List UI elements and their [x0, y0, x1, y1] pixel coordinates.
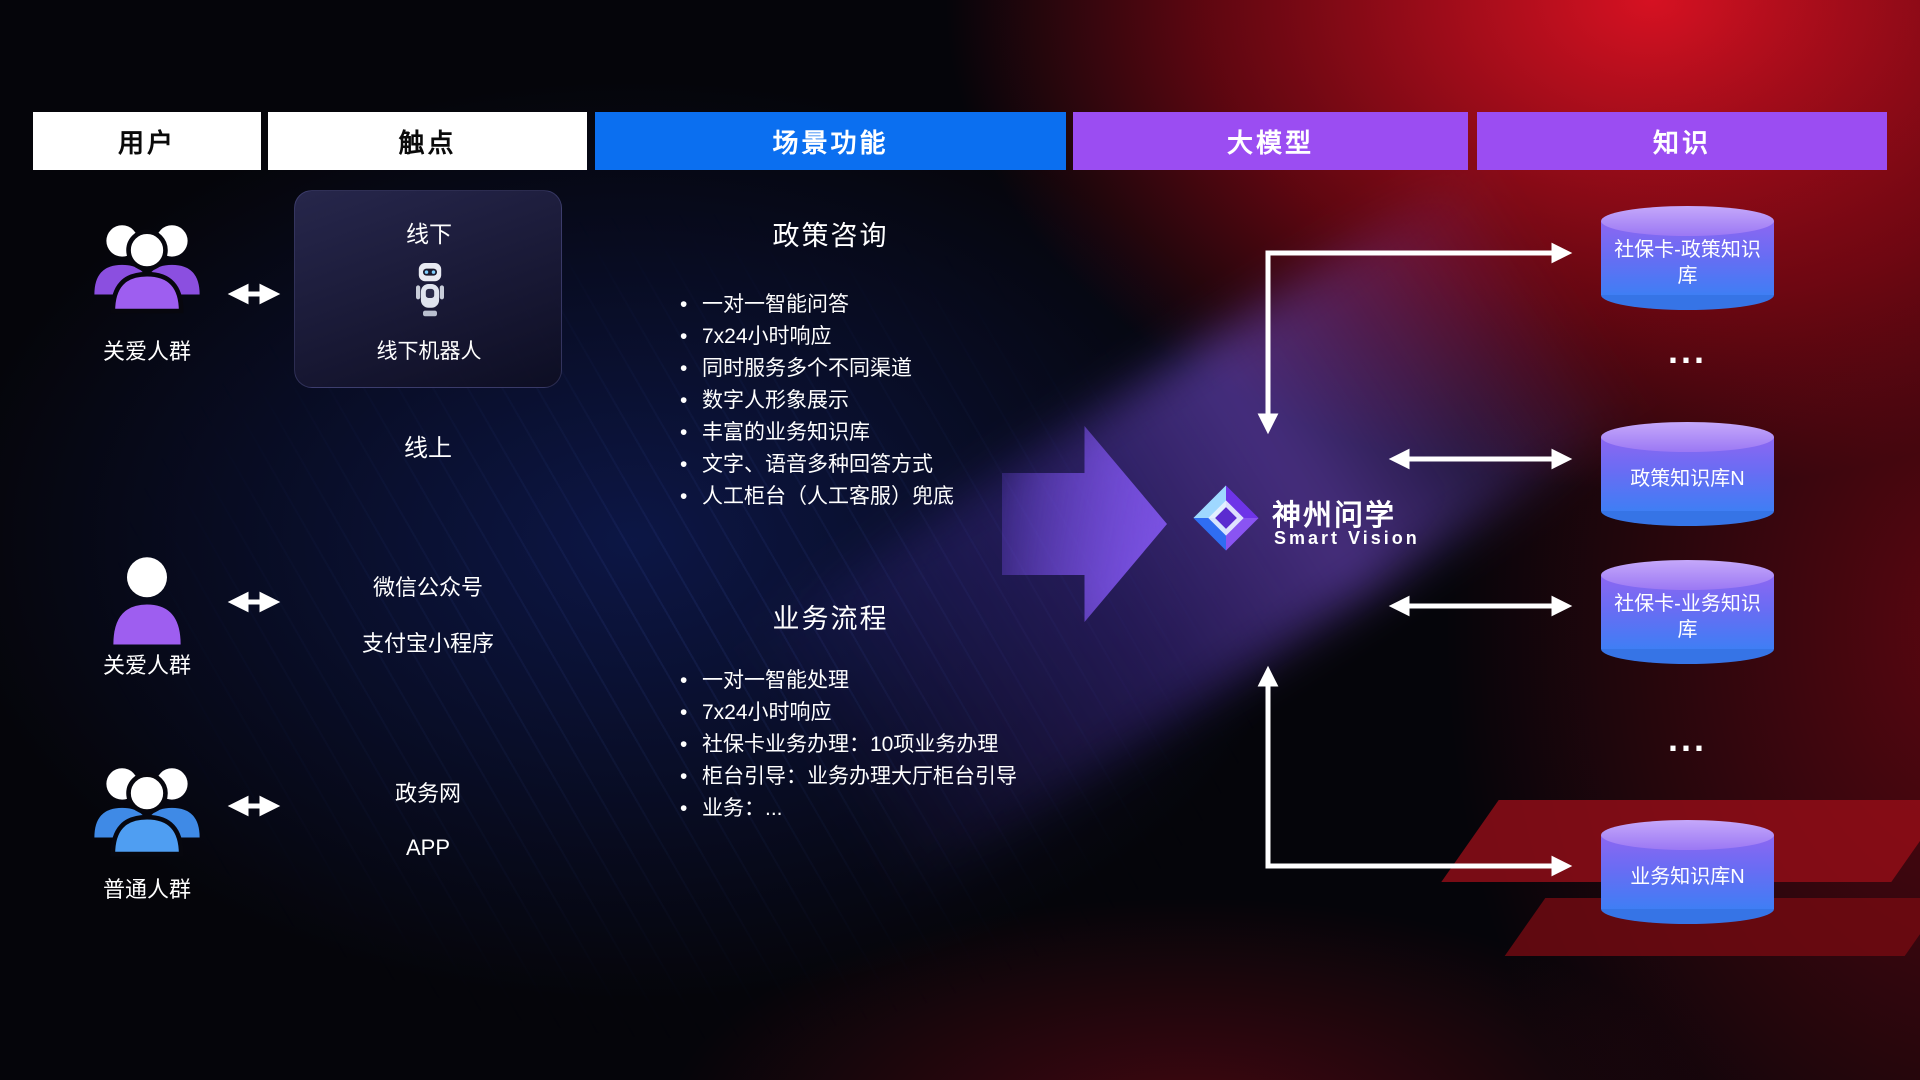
- business-bullet: 7x24小时响应: [678, 702, 1017, 725]
- policy-bullet: 一对一智能问答: [678, 294, 954, 317]
- touchpoint-wechat: 微信公众号: [372, 575, 483, 600]
- ellipsis-more-databases: ...: [1667, 718, 1707, 759]
- database-cylinder-icon: [1601, 206, 1774, 236]
- model-subtitle: Smart Vision: [1274, 528, 1420, 548]
- business-bullet-list: 一对一智能处理 7x24小时响应 社保卡业务办理：10项业务办理 柜台引导：业务…: [678, 670, 1017, 830]
- knowledge-db-business-ss-card: 社保卡-业务知识库: [1601, 560, 1774, 664]
- smart-vision-logo-icon: [1193, 485, 1259, 551]
- column-header-model: 大模型: [1073, 112, 1468, 170]
- online-title: 线上: [404, 435, 452, 462]
- robot-icon: [416, 263, 444, 317]
- knowledge-db-policy-ss-card: 社保卡-政策知识库: [1601, 206, 1774, 310]
- touchpoint-gov-web: 政务网: [394, 781, 461, 806]
- database-cylinder-icon: [1601, 820, 1774, 850]
- column-header-knowledge: 知识: [1477, 112, 1887, 170]
- users-group-icon: [94, 225, 200, 314]
- user-group-label: 关爱人群: [102, 653, 191, 678]
- column-header-touch: 触点: [268, 112, 587, 170]
- policy-bullet-list: 一对一智能问答 7x24小时响应 同时服务多个不同渠道 数字人形象展示 丰富的业…: [678, 294, 954, 518]
- ellipsis-more-databases: ...: [1667, 330, 1707, 371]
- database-cylinder-icon: [1601, 560, 1774, 590]
- flow-arrow-right-icon: [1002, 426, 1167, 622]
- policy-bullet: 数字人形象展示: [678, 390, 954, 413]
- knowledge-db-label: 社保卡-业务知识库: [1614, 593, 1761, 641]
- business-section-title: 业务流程: [772, 604, 889, 634]
- users-group-icon: [94, 768, 200, 857]
- policy-bullet: 人工柜台（人工客服）兜底: [678, 486, 954, 509]
- business-bullet: 社保卡业务办理：10项业务办理: [678, 734, 1017, 757]
- offline-title: 线下: [406, 221, 452, 247]
- policy-section-title: 政策咨询: [772, 221, 889, 251]
- policy-bullet: 同时服务多个不同渠道: [678, 358, 954, 381]
- knowledge-db-label: 政策知识库N: [1630, 468, 1745, 490]
- knowledge-db-label: 业务知识库N: [1630, 866, 1745, 888]
- database-cylinder-icon: [1601, 422, 1774, 452]
- business-bullet: 柜台引导：业务办理大厅柜台引导: [678, 766, 1017, 789]
- user-group-label: 关爱人群: [102, 339, 191, 364]
- model-to-db4-elbow-arrow: [1257, 665, 1573, 877]
- business-bullet: 业务：...: [678, 798, 1017, 821]
- touchpoint-app: APP: [405, 835, 451, 860]
- user-group-label: 普通人群: [102, 877, 191, 902]
- policy-bullet: 丰富的业务知识库: [678, 422, 954, 445]
- business-bullet: 一对一智能处理: [678, 670, 1017, 693]
- policy-bullet: 文字、语音多种回答方式: [678, 454, 954, 477]
- knowledge-db-label: 社保卡-政策知识库: [1614, 239, 1761, 287]
- policy-bullet: 7x24小时响应: [678, 326, 954, 349]
- offline-touchpoint-card: 线下 线下机器人: [294, 190, 562, 388]
- knowledge-db-policy-n: 政策知识库N: [1601, 422, 1774, 526]
- knowledge-db-business-n: 业务知识库N: [1601, 820, 1774, 924]
- column-header-scene: 场景功能: [595, 112, 1066, 170]
- offline-robot-label: 线下机器人: [376, 340, 482, 363]
- touchpoint-alipay: 支付宝小程序: [361, 631, 494, 656]
- user-single-icon: [113, 557, 181, 645]
- model-name: 神州问学: [1272, 500, 1397, 532]
- column-header-users: 用户: [33, 112, 261, 170]
- model-to-db1-elbow-arrow: [1257, 242, 1573, 435]
